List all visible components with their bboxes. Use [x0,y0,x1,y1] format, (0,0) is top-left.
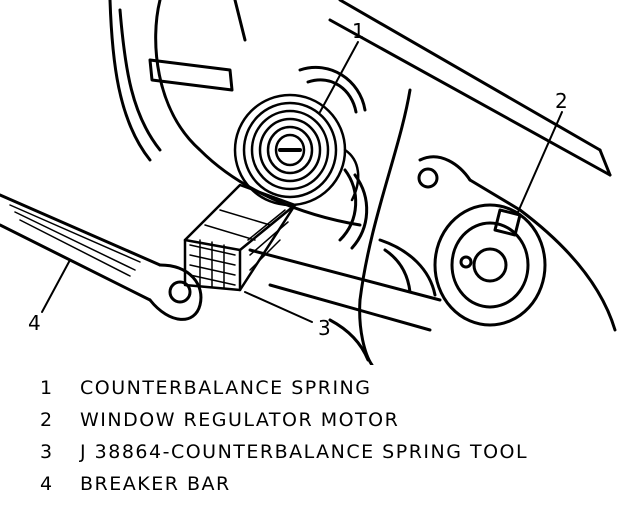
breaker-bar [0,193,203,321]
legend-item: 4 BREAKER BAR [40,468,620,500]
legend-number: 3 [40,441,54,463]
legend-label: COUNTERBALANCE SPRING [80,377,372,399]
legend-label: WINDOW REGULATOR MOTOR [80,409,400,431]
legend-item: 1 COUNTERBALANCE SPRING [40,372,620,404]
legend-label: J 38864-COUNTERBALANCE SPRING TOOL [80,441,529,463]
legend-item: 2 WINDOW REGULATOR MOTOR [40,404,620,436]
legend-number: 2 [40,409,54,431]
legend-label: BREAKER BAR [80,473,231,495]
leader-lines [41,41,563,323]
window-regulator-motor [417,155,547,327]
callout-4: 4 [28,311,41,335]
spring-tool [183,183,297,292]
legend-number: 4 [40,473,54,495]
legend-number: 1 [40,377,54,399]
callout-2: 2 [555,89,568,113]
callout-3: 3 [318,316,331,340]
counterbalance-spring [233,93,360,207]
diagram-illustration: 1 2 3 4 [0,0,617,365]
legend-item: 3 J 38864-COUNTERBALANCE SPRING TOOL [40,436,620,468]
door-panel [108,0,617,365]
callout-1: 1 [352,19,365,43]
panel-slots [148,58,437,297]
legend: 1 COUNTERBALANCE SPRING 2 WINDOW REGULATOR… [40,372,620,500]
